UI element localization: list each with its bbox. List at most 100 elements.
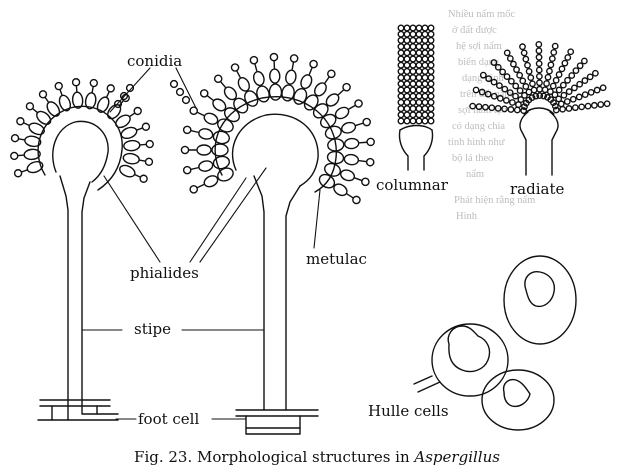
phialide — [123, 139, 154, 152]
left-phialides — [10, 78, 154, 183]
conidium — [309, 59, 318, 69]
phialide — [212, 98, 227, 112]
phialide — [269, 68, 281, 84]
conidia-chain — [550, 69, 599, 106]
metula — [327, 137, 375, 152]
phialide — [341, 121, 357, 134]
metula — [182, 155, 230, 175]
conidia-chain — [551, 84, 607, 110]
bleed-through-text: biến dạng — [458, 57, 500, 68]
phialide — [285, 69, 297, 85]
bleed-through-text: tính hình như — [448, 137, 505, 148]
conidium — [10, 151, 19, 161]
bleed-through-text: Phát hiện rằng nấm — [454, 195, 536, 206]
metula — [189, 106, 234, 133]
label-radiate: radiate — [510, 180, 565, 198]
phialide — [344, 137, 360, 150]
metula — [318, 173, 361, 205]
conidium — [54, 81, 63, 91]
conidium — [354, 99, 363, 108]
phialide — [300, 74, 313, 90]
conidium — [106, 84, 115, 93]
bleed-through-text: bộ lá theo — [452, 153, 494, 164]
columnar-conidia-chains — [397, 24, 435, 125]
conidia-chain — [415, 24, 423, 125]
conidium — [182, 125, 192, 135]
phialide — [196, 144, 212, 156]
phialide — [325, 93, 340, 107]
conidium — [362, 117, 371, 127]
conidium — [366, 137, 375, 147]
phialide — [340, 169, 356, 182]
phialide — [252, 70, 265, 87]
leader-lines — [81, 67, 321, 420]
metula — [268, 52, 283, 101]
phialide — [16, 117, 45, 136]
phialide — [10, 133, 42, 148]
conidia-chain — [427, 24, 435, 125]
phialide — [10, 148, 41, 161]
conidium — [182, 165, 192, 175]
hulle-cell-1 — [413, 323, 509, 397]
caption-genus: Aspergillus — [414, 448, 500, 466]
conidium — [38, 90, 48, 99]
conidium — [352, 195, 361, 205]
metula — [182, 125, 230, 145]
conidium — [113, 99, 123, 109]
metula — [319, 99, 363, 129]
phialide — [38, 90, 61, 117]
phialide — [84, 78, 99, 110]
phialide — [237, 77, 251, 92]
conidium — [189, 106, 199, 115]
phialide — [115, 106, 142, 129]
phialide — [54, 81, 72, 112]
conidium — [71, 78, 81, 87]
conidia-chain — [479, 71, 530, 107]
label-columnar: columnar — [376, 176, 448, 194]
label-phialides: phialides — [130, 264, 199, 282]
conidium — [289, 54, 299, 63]
conidia-chain — [519, 43, 540, 100]
conidia-chain — [472, 86, 528, 111]
phialide — [198, 128, 214, 140]
bleed-through-text: trên đất nằm — [460, 89, 513, 100]
columnar-head — [398, 124, 434, 171]
conidium — [169, 79, 179, 89]
metula — [230, 63, 259, 107]
hulle-cell-2 — [503, 255, 577, 345]
conidium — [181, 95, 191, 105]
label-foot-cell: foot cell — [138, 410, 200, 428]
caption-prefix: Fig. 23. Morphological structures in — [134, 448, 410, 466]
conidia-chain — [397, 24, 405, 125]
bleed-through-text: nấm — [466, 169, 485, 180]
radiate-conidia-chains — [469, 41, 611, 114]
conidium — [25, 102, 35, 111]
phialide — [343, 153, 360, 166]
phialide — [198, 160, 214, 172]
conidia-chain — [540, 42, 559, 100]
conidium — [249, 55, 259, 65]
conidium — [365, 157, 375, 167]
label-conidia: conidia — [127, 52, 183, 70]
conidium — [139, 174, 148, 183]
conidium — [327, 69, 336, 79]
metula — [249, 55, 270, 103]
phialide — [203, 175, 219, 188]
conidium — [119, 91, 129, 101]
conidium — [342, 82, 351, 92]
phialide — [314, 82, 327, 97]
phialide — [119, 164, 148, 183]
conidium — [213, 74, 223, 84]
conidium — [361, 177, 370, 187]
metula — [189, 167, 234, 194]
conidium — [230, 63, 240, 72]
right-metulae — [169, 52, 375, 205]
phialide — [96, 84, 115, 113]
conidium — [133, 106, 142, 116]
label-stipe: stipe — [134, 320, 172, 338]
phialide — [25, 102, 52, 125]
bleed-through-text: có dạng chia — [452, 121, 506, 132]
conidium — [189, 185, 199, 194]
metula — [180, 143, 229, 157]
